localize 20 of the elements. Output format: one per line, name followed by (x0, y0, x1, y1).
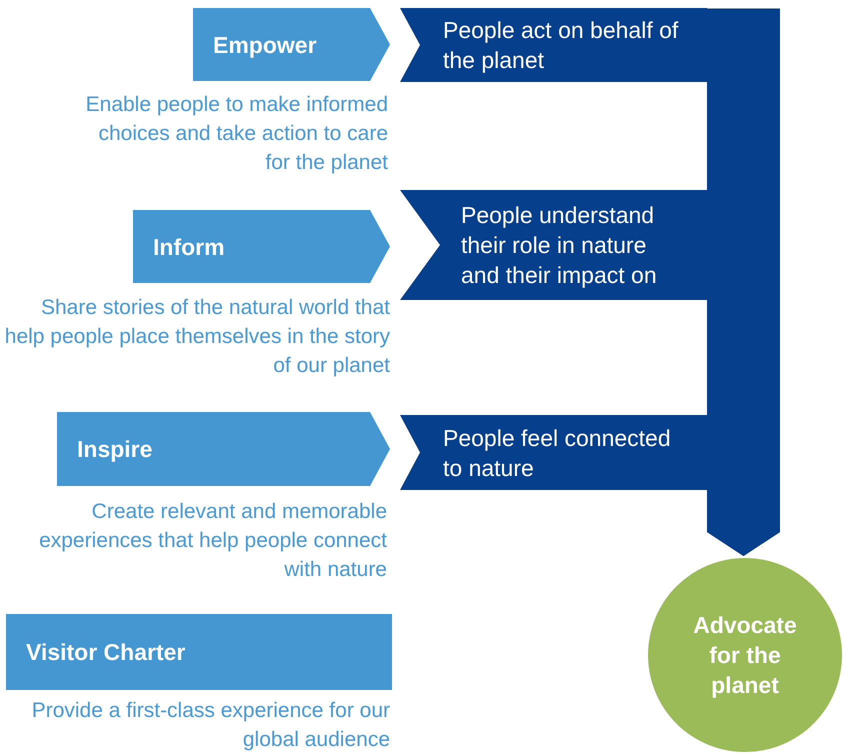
goal-circle (648, 558, 842, 752)
description-text: Enable people to make informed choices and take action to care for the planet (84, 92, 388, 176)
heading-box (6, 614, 392, 690)
chevron-box (193, 8, 390, 81)
box-label: Advocate for the planet (692, 611, 798, 700)
chevron-box (133, 210, 390, 283)
chevron-box (57, 412, 390, 486)
box-label: People act on behalf of the planet (443, 16, 680, 75)
description-text: Share stories of the natural world that help people place themselves in the story of our planet (4, 295, 390, 379)
box-label: Inform (153, 232, 226, 262)
description-text: Create relevant and memorable experiences that help people connect with nature (38, 499, 387, 583)
notched-banner (400, 8, 707, 82)
box-label: People understand their role in nature and their impact on (461, 201, 658, 290)
box-label: People feel connected to nature (443, 424, 672, 482)
box-label: Visitor Charter (26, 638, 186, 667)
description-text: Provide a first-class experience for our global audience (30, 698, 390, 753)
notched-banner (400, 190, 707, 300)
notched-banner (400, 415, 707, 490)
box-label: Inspire (77, 435, 154, 464)
box-label: Empower (213, 30, 318, 60)
